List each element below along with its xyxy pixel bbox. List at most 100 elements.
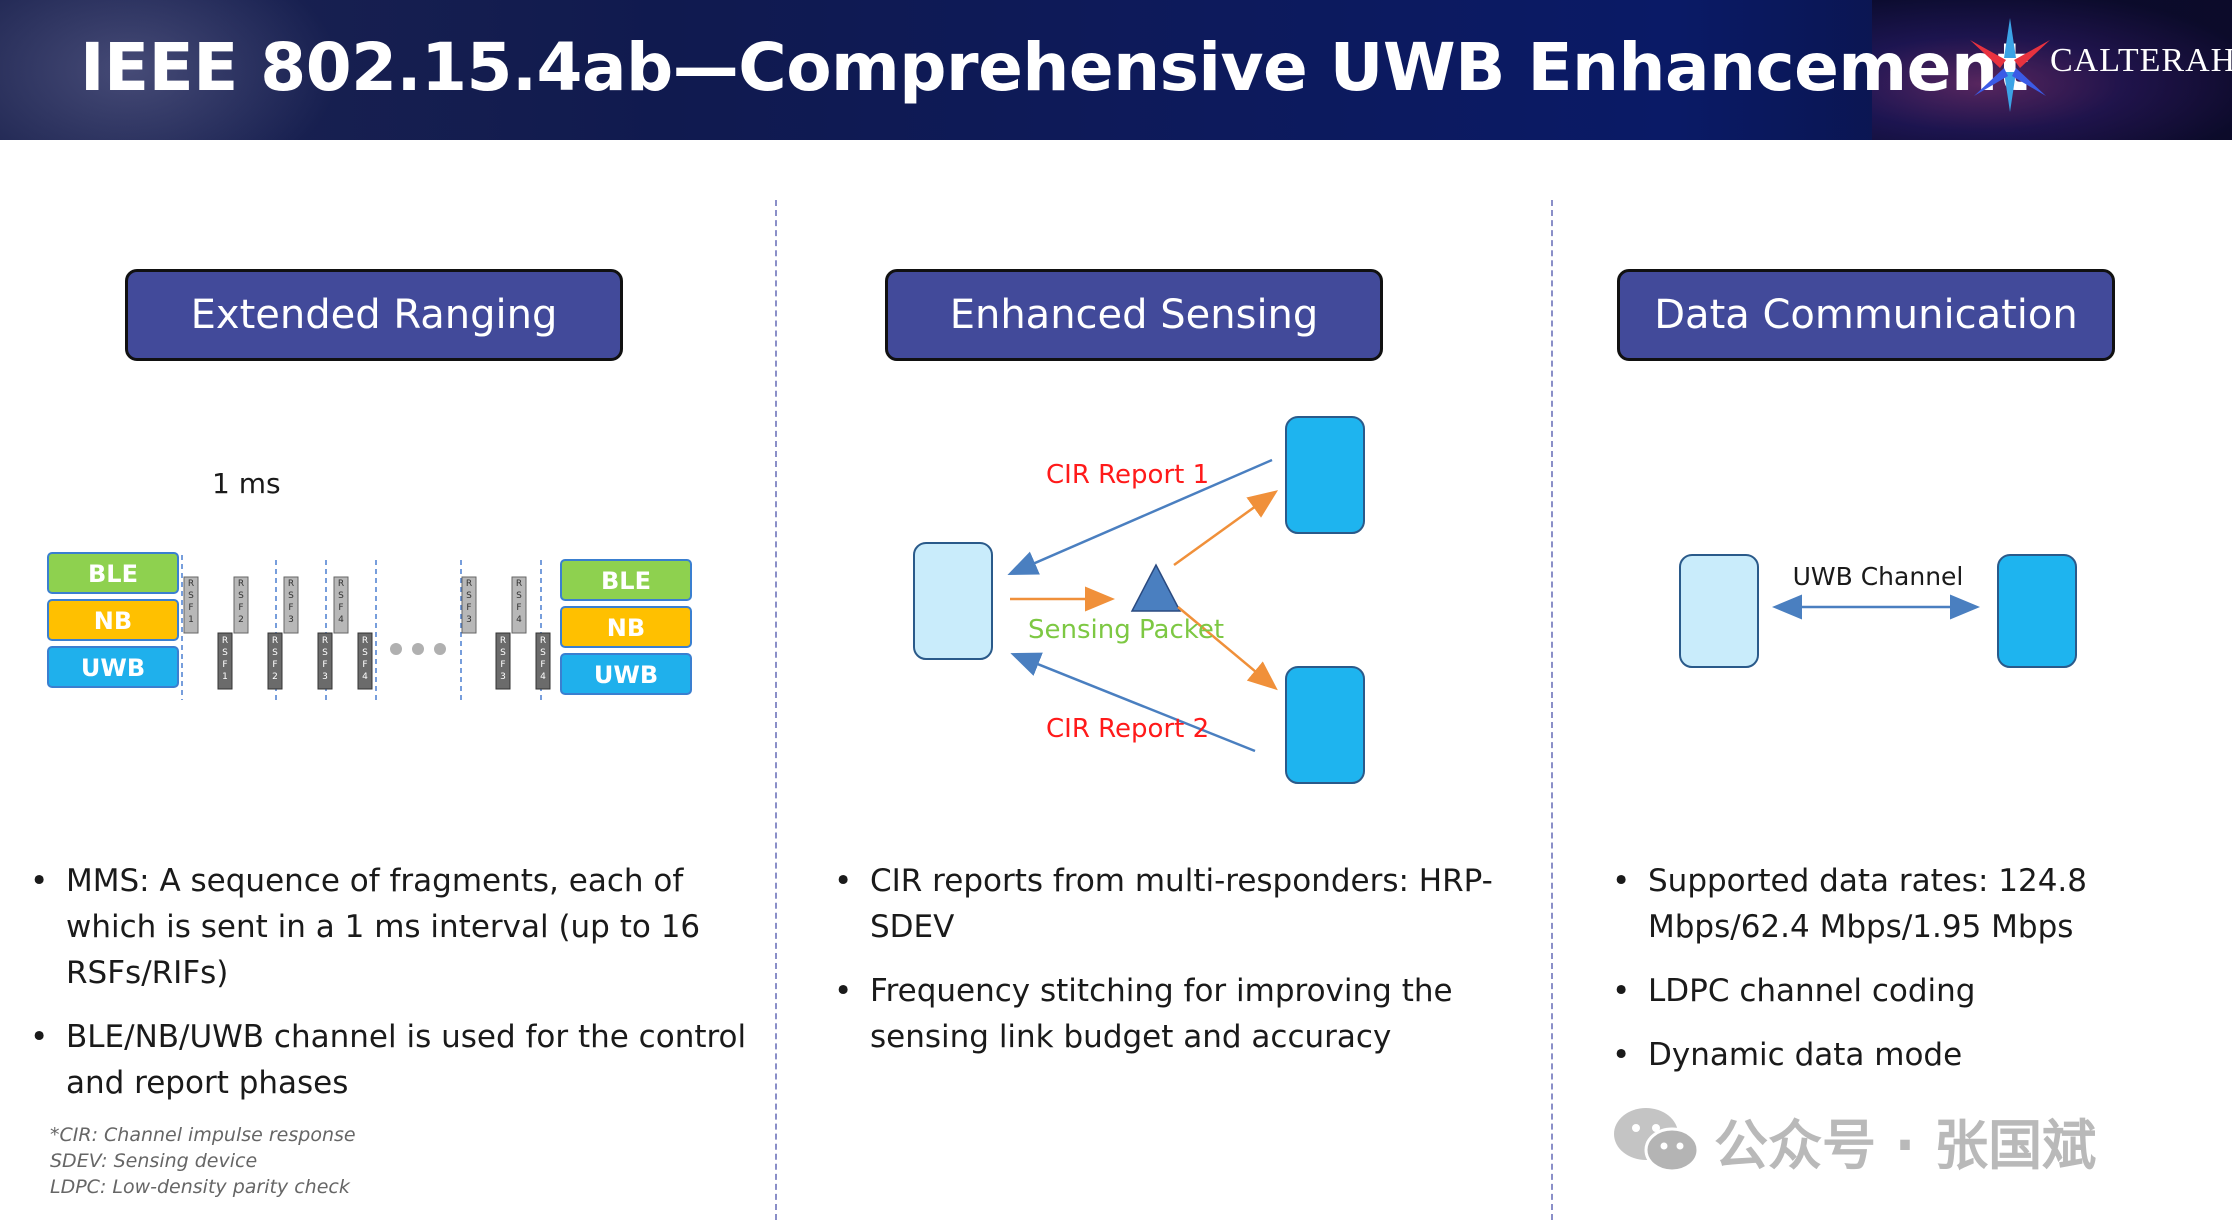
bullet-item: •LDPC channel coding: [1612, 973, 1976, 1009]
rsf-block: RSF 2: [267, 632, 283, 690]
svg-text:R: R: [322, 636, 328, 646]
rsf-block: RSF 4: [511, 576, 527, 634]
cir-report-1-arrow: [1007, 458, 1273, 575]
svg-text:S: S: [288, 591, 294, 601]
svg-text:F: F: [516, 603, 521, 613]
enhanced-sensing-diagram: CIR Report 1 Sensing Packet CIR Report 2: [913, 416, 1365, 784]
svg-text:S: S: [362, 648, 368, 658]
bullet-item: •Supported data rates: 124.8 Mbps/62.4 M…: [1612, 863, 2087, 945]
bullet-item: •CIR reports from multi-responders: HRP-…: [834, 863, 1493, 945]
svg-text:4: 4: [362, 672, 368, 682]
wechat-icon: [1614, 1108, 1700, 1173]
watermark-text: 公众号 · 张国斌: [1714, 1113, 2097, 1177]
svg-text:1: 1: [188, 615, 194, 625]
footnote-line: SDEV: Sensing device: [50, 1150, 258, 1172]
cir-report-2-label: CIR Report 2: [1046, 714, 1209, 744]
bullet-text: Supported data rates: 124.8 Mbps/62.4 Mb…: [1648, 863, 2087, 945]
svg-text:F: F: [500, 660, 505, 670]
bullet-item: •Frequency stitching for improving the s…: [834, 973, 1453, 1055]
svg-text:4: 4: [540, 672, 546, 682]
bullet-text: Frequency stitching for improving the se…: [870, 973, 1453, 1055]
bullet-item: •MMS: A sequence of fragments, each of w…: [30, 863, 701, 991]
footnote-line: *CIR: Channel impulse response: [50, 1124, 356, 1146]
ellipsis-dots: [390, 643, 446, 655]
svg-text:F: F: [338, 603, 343, 613]
svg-text:3: 3: [322, 672, 328, 682]
header-decoration: [1872, 0, 2232, 140]
logo-text: CALTERAH: [2050, 42, 2232, 79]
svg-text:1: 1: [222, 672, 228, 682]
bullet-item: •BLE/NB/UWB channel is used for the cont…: [30, 1019, 747, 1101]
ble-label-right: BLE: [601, 567, 651, 595]
svg-text:F: F: [322, 660, 327, 670]
bullet-text: Dynamic data mode: [1648, 1037, 1963, 1073]
svg-text:S: S: [540, 648, 546, 658]
right-channel-stack: BLE NB UWB: [560, 559, 692, 695]
uwb-channel-label: UWB Channel: [1793, 562, 1964, 591]
section-header-data-communication: Data Communication: [1617, 269, 2115, 361]
section-header-enhanced-sensing: Enhanced Sensing: [885, 269, 1383, 361]
svg-text:S: S: [466, 591, 472, 601]
nb-label-right: NB: [607, 614, 645, 642]
svg-text:2: 2: [272, 672, 278, 682]
sensing-target-icon: [1130, 563, 1182, 612]
calterah-logo-icon: [1970, 18, 2050, 112]
svg-text:S: S: [238, 591, 244, 601]
cir-report-1-label: CIR Report 1: [1046, 460, 1209, 490]
svg-text:R: R: [540, 636, 546, 646]
svg-text:F: F: [188, 603, 193, 613]
transmitter-device: [1679, 554, 1759, 668]
ble-label-left: BLE: [88, 560, 138, 588]
svg-text:R: R: [272, 636, 278, 646]
rsf-block: RSF 2: [233, 576, 249, 634]
cir-report-2-arrow: [1010, 652, 1256, 753]
svg-text:S: S: [516, 591, 522, 601]
time-label: 1 ms: [212, 467, 281, 500]
svg-text:F: F: [272, 660, 277, 670]
column-divider-1: [775, 200, 777, 1220]
svg-text:3: 3: [288, 615, 294, 625]
responder-device-2: [1285, 666, 1365, 784]
svg-text:R: R: [516, 579, 522, 589]
svg-text:S: S: [338, 591, 344, 601]
svg-text:R: R: [288, 579, 294, 589]
watermark: 公众号 · 张国斌: [1612, 1100, 2096, 1180]
svg-text:F: F: [466, 603, 471, 613]
svg-text:R: R: [188, 579, 194, 589]
data-communication-diagram: UWB Channel: [1679, 554, 2077, 668]
svg-text:R: R: [238, 579, 244, 589]
left-channel-stack: BLE NB UWB: [47, 552, 179, 688]
svg-text:4: 4: [516, 615, 522, 625]
column-divider-2: [1551, 200, 1553, 1220]
responder-device-1: [1285, 416, 1365, 534]
footnote-line: LDPC: Low-density parity check: [50, 1176, 350, 1198]
extended-ranging-bullets: •MMS: A sequence of fragments, each of w…: [30, 858, 750, 1124]
footnote: *CIR: Channel impulse response SDEV: Sen…: [50, 1122, 356, 1200]
header-banner: IEEE 802.15.4ab—Comprehensive UWB Enhanc…: [0, 0, 2232, 140]
reflection-arrow-2: [1177, 606, 1278, 691]
svg-text:R: R: [466, 579, 472, 589]
svg-text:2: 2: [238, 615, 244, 625]
svg-text:F: F: [238, 603, 243, 613]
bullet-text: LDPC channel coding: [1648, 973, 1976, 1009]
uwb-label-right: UWB: [594, 661, 658, 689]
svg-text:S: S: [500, 648, 506, 658]
sensing-packet-label: Sensing Packet: [1028, 615, 1224, 645]
bullet-text: CIR reports from multi-responders: HRP-S…: [870, 863, 1493, 945]
svg-text:S: S: [322, 648, 328, 658]
svg-text:3: 3: [500, 672, 506, 682]
data-communication-bullets: •Supported data rates: 124.8 Mbps/62.4 M…: [1612, 858, 2217, 1096]
svg-text:S: S: [272, 648, 278, 658]
rsf-block: RSF 3: [317, 632, 333, 690]
svg-text:F: F: [222, 660, 227, 670]
